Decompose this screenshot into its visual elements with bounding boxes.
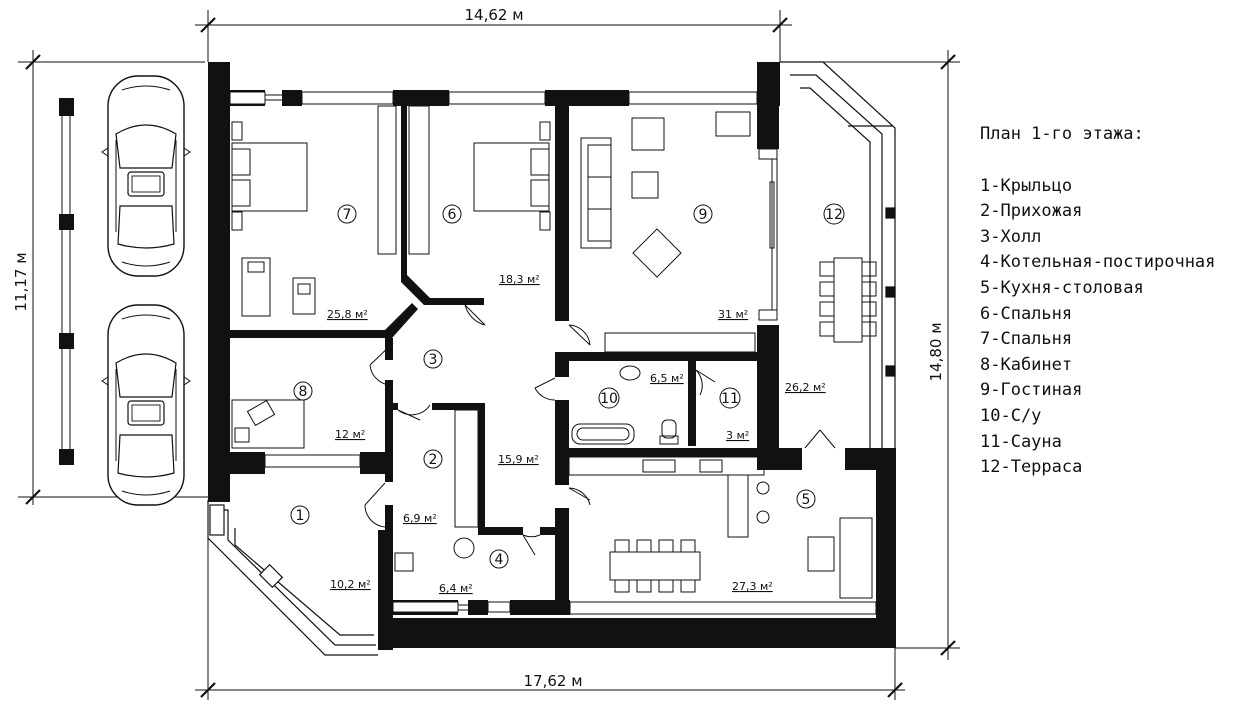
legend-item: 5-Кухня-столовая xyxy=(980,277,1144,298)
sink-icon xyxy=(619,365,641,381)
parking-area xyxy=(59,75,191,506)
bed-icon xyxy=(473,142,550,212)
washing-machine-icon xyxy=(394,552,414,572)
kitchen-counter-icon xyxy=(568,456,765,476)
svg-text:27,3 м²: 27,3 м² xyxy=(732,580,773,593)
svg-text:10,2 м²: 10,2 м² xyxy=(330,578,371,591)
legend-item: 12-Терраса xyxy=(980,457,1083,478)
legend-item: 7-Спальня xyxy=(980,329,1073,350)
legend-item: 8-Кабинет xyxy=(980,354,1073,375)
room-2-label: 2 6,9 м² xyxy=(403,449,443,525)
room-9-label: 9 31 м² xyxy=(693,204,748,321)
room-12-label: 12 26,2 м² xyxy=(785,203,845,394)
room-3-label: 3 15,9 м² xyxy=(423,349,539,466)
legend-item: 9-Гостиная xyxy=(980,380,1083,401)
svg-text:12: 12 xyxy=(825,207,843,223)
svg-text:26,2 м²: 26,2 м² xyxy=(785,381,826,394)
dim-left-label: 11,17 м xyxy=(12,252,30,311)
legend-item: 11-Сауна xyxy=(980,431,1062,452)
room-1-label: 1 10,2 м² xyxy=(290,505,371,591)
treadmill-icon xyxy=(241,257,271,317)
svg-text:1: 1 xyxy=(296,508,305,524)
fireplace-icon xyxy=(715,111,751,137)
legend-item: 1-Крыльцо xyxy=(980,175,1073,196)
svg-text:6: 6 xyxy=(448,207,457,223)
svg-text:3: 3 xyxy=(429,352,438,368)
dim-top-label: 14,62 м xyxy=(464,6,523,24)
bed-icon xyxy=(231,142,308,212)
dining-table-icon xyxy=(833,257,863,343)
kitchen-island-icon xyxy=(727,474,749,538)
sofa-icon xyxy=(839,517,873,599)
room-5-label: 5 27,3 м² xyxy=(732,489,816,593)
chair-icon xyxy=(246,399,276,427)
svg-text:31 м²: 31 м² xyxy=(718,308,748,321)
room-labels: 1 10,2 м² 2 6,9 м² 3 15,9 м² 4 6,4 м² 5 … xyxy=(290,203,845,595)
svg-text:25,8 м²: 25,8 м² xyxy=(327,308,368,321)
room-8-label: 8 12 м² xyxy=(293,381,365,441)
room-10-label: 10 6,5 м² xyxy=(598,372,684,409)
svg-text:15,9 м²: 15,9 м² xyxy=(498,453,539,466)
dim-right-label: 14,80 м xyxy=(927,322,945,381)
doors xyxy=(364,304,836,556)
dining-table-icon xyxy=(609,551,701,581)
svg-text:12 м²: 12 м² xyxy=(335,428,365,441)
window-panes xyxy=(229,91,877,615)
car-icon xyxy=(101,304,191,506)
porch-outline xyxy=(207,500,378,656)
desk-icon xyxy=(231,399,305,449)
terrace-outline xyxy=(780,61,896,448)
svg-text:8: 8 xyxy=(299,384,308,400)
svg-text:18,3 м²: 18,3 м² xyxy=(499,273,540,286)
svg-text:5: 5 xyxy=(802,492,811,508)
svg-text:11: 11 xyxy=(721,391,739,407)
legend-title: План 1-го этажа: xyxy=(980,124,1144,144)
armchair-icon xyxy=(631,117,665,151)
armchair-icon xyxy=(632,228,682,278)
svg-text:2: 2 xyxy=(429,452,438,468)
dimension-lines xyxy=(18,10,960,700)
room-6-label: 6 18,3 м² xyxy=(442,204,540,286)
phone-icon xyxy=(234,427,250,443)
furniture xyxy=(231,105,877,599)
svg-text:7: 7 xyxy=(343,207,352,223)
sofa-icon xyxy=(580,137,612,249)
boiler-icon xyxy=(453,537,475,559)
legend-item: 6-Спальня xyxy=(980,303,1073,324)
svg-text:9: 9 xyxy=(699,207,708,223)
svg-text:6,5 м²: 6,5 м² xyxy=(650,372,684,385)
svg-text:6,9 м²: 6,9 м² xyxy=(403,512,437,525)
coffee-table-icon xyxy=(631,171,659,199)
svg-text:6,4 м²: 6,4 м² xyxy=(439,582,473,595)
dim-bottom-label: 17,62 м xyxy=(523,672,582,690)
bathtub-icon xyxy=(571,423,635,445)
legend-item: 4-Котельная-постирочная xyxy=(980,252,1216,273)
room-11-label: 11 3 м² xyxy=(719,387,749,442)
toilet-icon xyxy=(661,419,677,439)
legend-list: 1-Крыльцо 2-Прихожая 3-Холл 4-Котельная-… xyxy=(980,174,1215,481)
legend-item: 10-С/у xyxy=(980,405,1042,426)
room-4-label: 4 6,4 м² xyxy=(439,549,509,595)
legend-item: 2-Прихожая xyxy=(980,201,1083,222)
room-7-label: 7 25,8 м² xyxy=(327,204,368,321)
walls xyxy=(208,62,896,650)
svg-text:10: 10 xyxy=(600,391,618,407)
svg-text:3 м²: 3 м² xyxy=(726,429,749,442)
exercise-bike-icon xyxy=(292,277,316,315)
legend: План 1-го этажа: 1-Крыльцо 2-Прихожая 3-… xyxy=(980,122,1215,481)
legend-item: 3-Холл xyxy=(980,226,1042,247)
svg-text:4: 4 xyxy=(495,552,504,568)
car-icon xyxy=(101,75,191,277)
